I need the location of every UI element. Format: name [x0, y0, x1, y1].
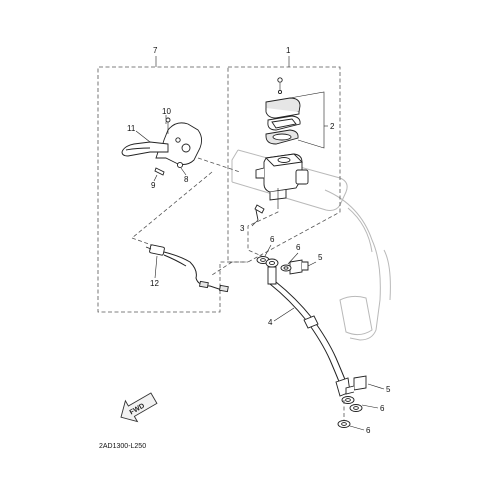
callout-4: 4 [268, 318, 273, 327]
callout-6-upper-right: 6 [296, 243, 301, 252]
lever-nut [176, 161, 184, 169]
upper-copper-washer-b [280, 264, 292, 272]
callout-3: 3 [240, 224, 245, 233]
bracket-screw [251, 204, 265, 227]
brake-hose [265, 258, 355, 404]
callout-9: 9 [151, 181, 156, 190]
lever-pin [154, 167, 165, 176]
upper-union-bolt [289, 259, 317, 275]
callout-1: 1 [286, 46, 291, 55]
callout-2: 2 [330, 122, 335, 131]
callout-5-lower: 5 [386, 385, 391, 394]
callout-7: 7 [153, 46, 158, 55]
lower-copper-washer-b [337, 420, 351, 428]
brake-switch [145, 244, 229, 293]
reservoir-cap [265, 97, 301, 119]
callout-8: 8 [184, 175, 189, 184]
callout-5-upper: 5 [318, 253, 323, 262]
cap-screws [277, 77, 283, 95]
diaphragm-plate [267, 115, 301, 131]
diaphragm [265, 129, 299, 145]
callout-10: 10 [162, 107, 171, 116]
callout-6-lower-b: 6 [366, 426, 371, 435]
brake-lever-assembly [121, 115, 241, 173]
master-cylinder-body [255, 153, 309, 205]
diagram-code: 2AD1300-L250 [99, 443, 146, 450]
assembly-7-boundary [97, 66, 248, 313]
callout-6-lower-a: 6 [380, 404, 385, 413]
lower-union-bolt [345, 375, 367, 395]
lower-copper-washer-a [349, 404, 363, 412]
callout-11: 11 [127, 124, 136, 133]
forward-direction-badge: FWD [120, 392, 158, 423]
handlebar-outline [231, 149, 391, 341]
callout-12: 12 [150, 279, 159, 288]
callout-6-upper-left: 6 [270, 235, 275, 244]
assembly-1-boundary [227, 66, 341, 263]
